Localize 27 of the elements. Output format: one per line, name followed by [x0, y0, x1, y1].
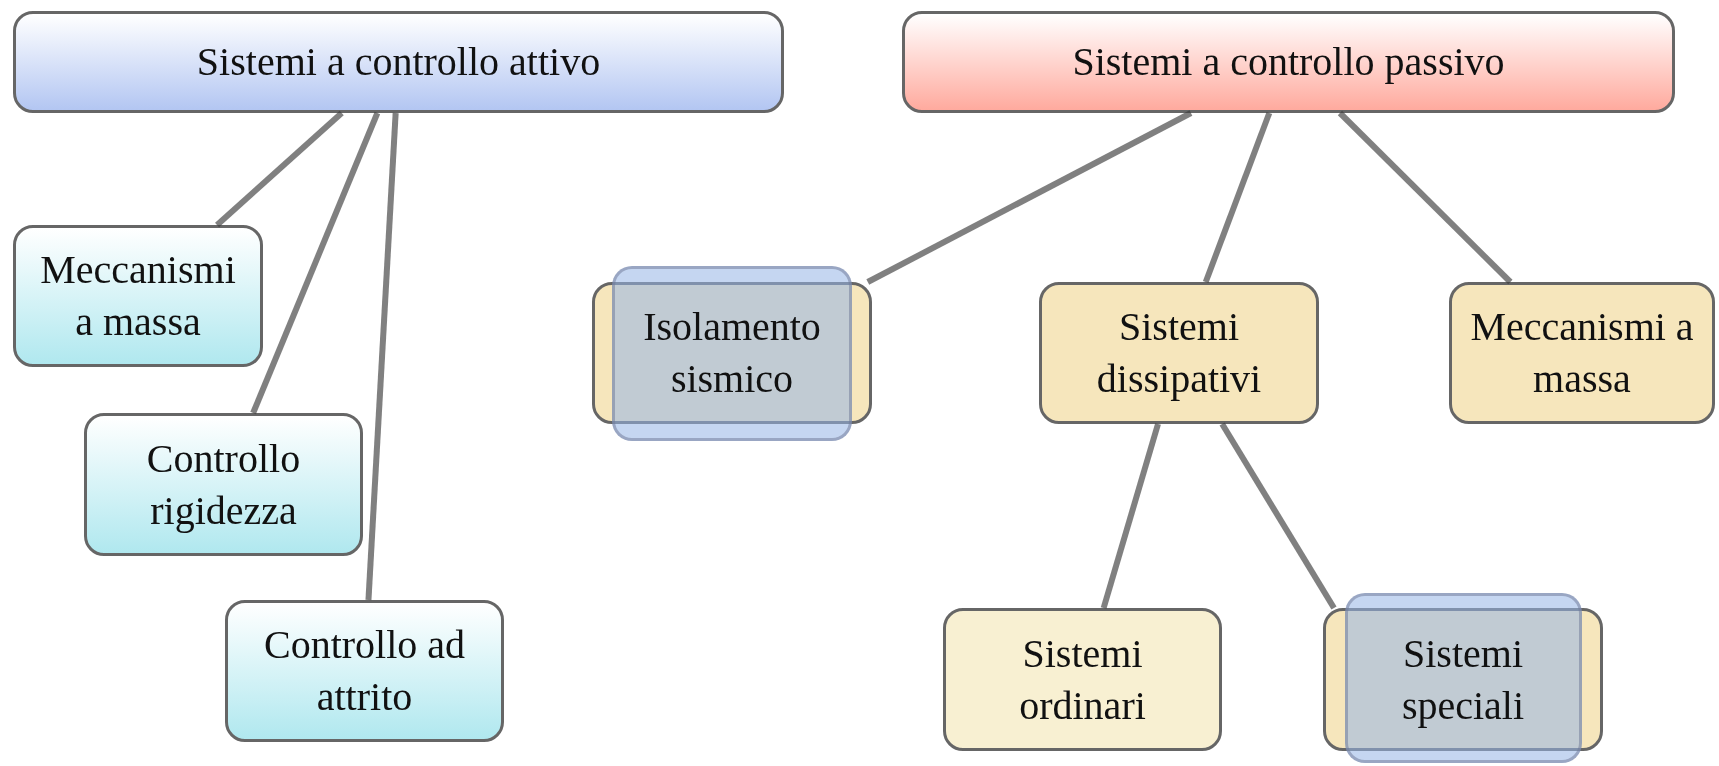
concept-box — [592, 282, 872, 424]
node-label: Sistemi a controllo passivo — [1072, 38, 1505, 86]
node-label: Meccanismi a massa — [39, 246, 237, 346]
concept-box — [225, 600, 504, 742]
node-label: Sistemi speciali — [1400, 629, 1526, 730]
concept-box — [1449, 282, 1715, 424]
highlight-box — [1345, 593, 1582, 763]
connector-line — [365, 112, 399, 601]
category-box — [902, 11, 1675, 113]
connector-line — [1100, 423, 1161, 609]
connector-line — [250, 111, 381, 415]
connector-line — [1219, 422, 1337, 610]
node-label: Controllo rigidezza — [145, 434, 302, 535]
connector-line — [1202, 111, 1273, 284]
node-label: Meccanismi a massa — [1469, 303, 1695, 403]
node-label: Controllo ad attrito — [262, 621, 467, 721]
highlight-box — [612, 266, 852, 441]
concept-box — [1323, 608, 1603, 751]
node-label: Sistemi dissipativi — [1095, 303, 1263, 403]
node-label: Isolamento sismico — [642, 303, 822, 403]
category-box — [13, 11, 784, 113]
concept-box — [84, 413, 363, 556]
concept-box — [1039, 282, 1319, 424]
node-label: Sistemi a controllo attivo — [196, 38, 601, 86]
concept-box — [943, 608, 1222, 751]
concept-box — [13, 225, 263, 367]
node-label: Sistemi ordinari — [1018, 629, 1147, 730]
